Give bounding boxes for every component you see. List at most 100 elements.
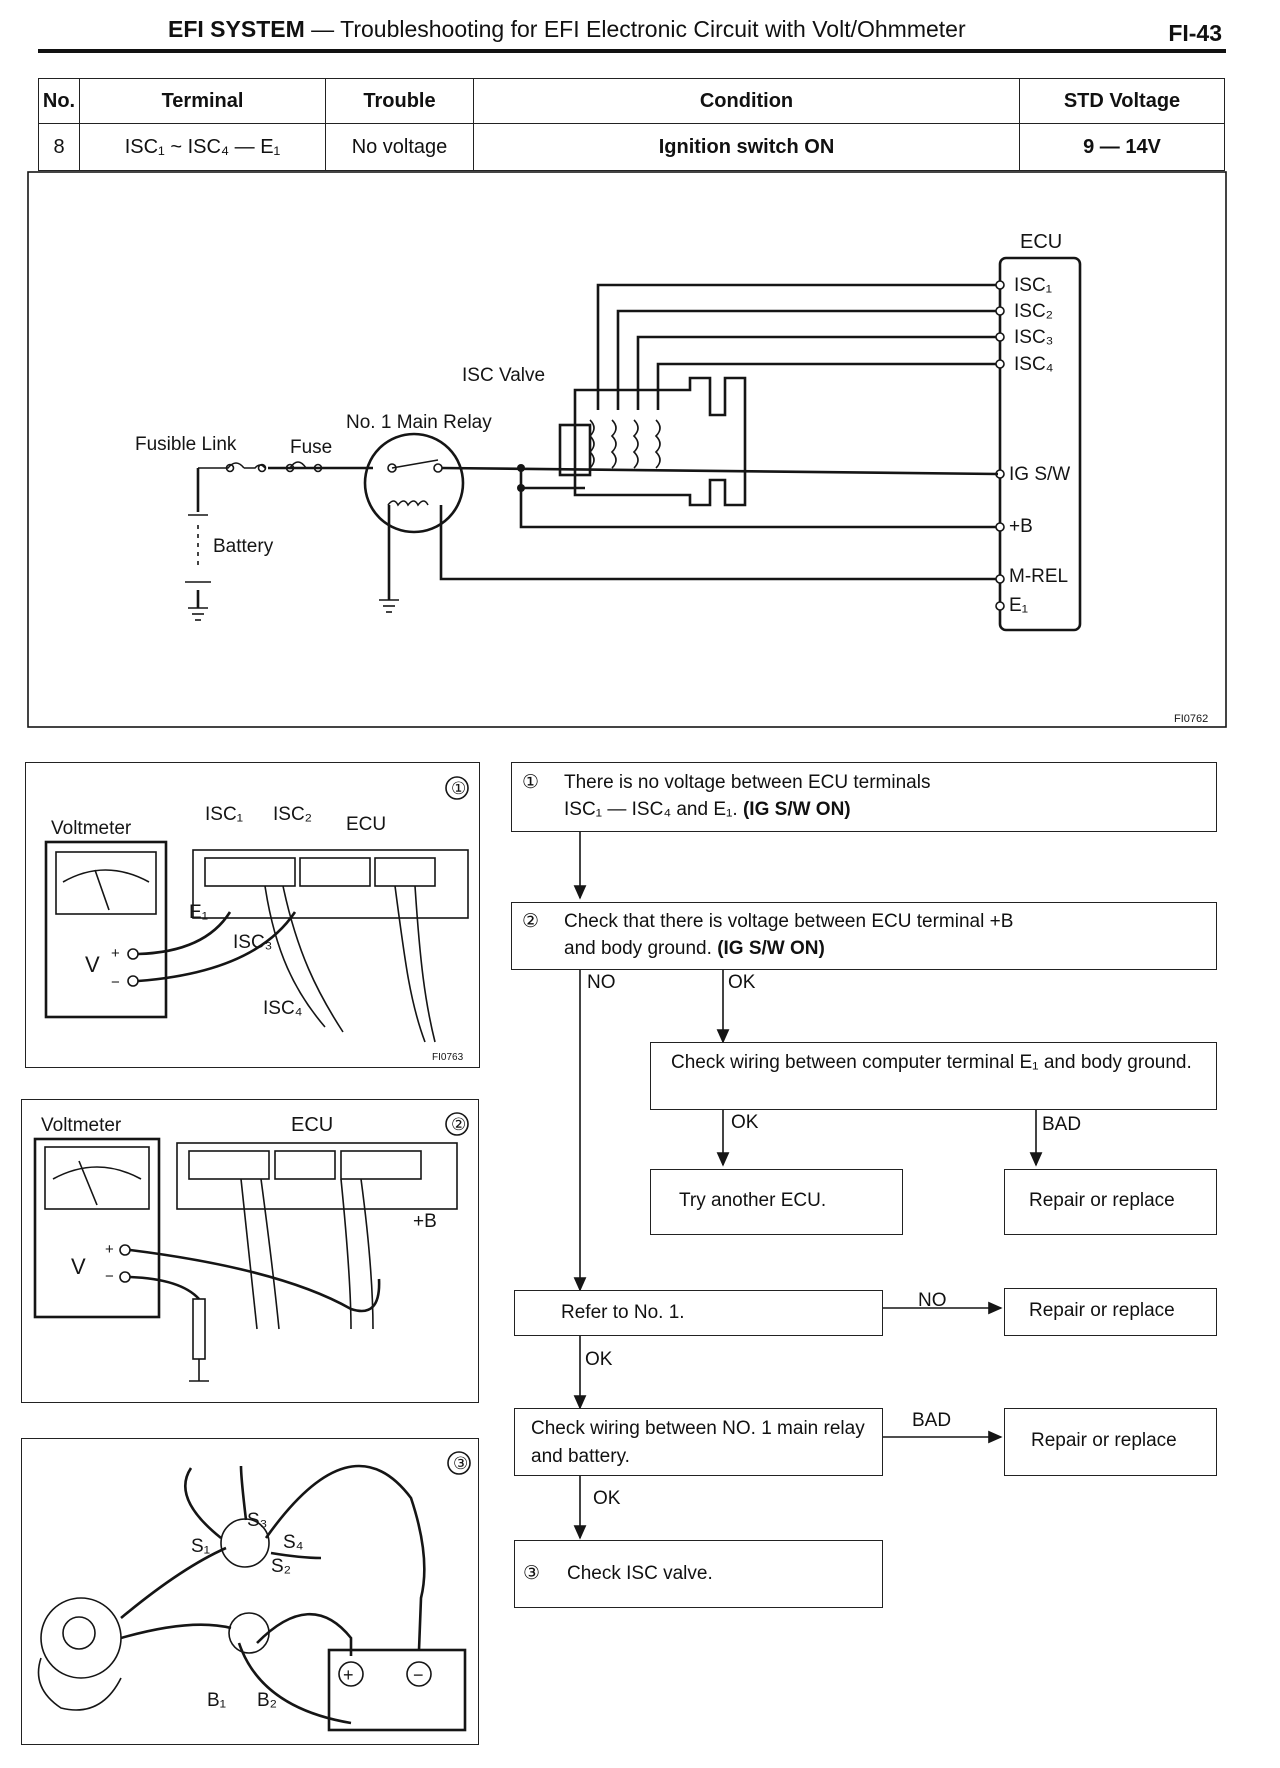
title-dash: —: [311, 16, 335, 42]
fig3-number: ③: [453, 1454, 468, 1473]
flow-step-1: ① There is no voltage between ECU termin…: [511, 762, 1217, 832]
fig3-s2: S₂: [271, 1556, 291, 1577]
fig1-e1: E₁: [189, 902, 208, 923]
col-trouble: Trouble: [325, 78, 474, 124]
flow-repair-3: Repair or replace: [1004, 1408, 1217, 1476]
step1-number: ①: [522, 772, 540, 793]
fuse-label: Fuse: [290, 437, 332, 458]
fig1-minus: −: [111, 974, 120, 991]
section-name: EFI SYSTEM: [168, 16, 305, 42]
cell-no: 8: [38, 123, 80, 171]
flow-step-2: ② Check that there is voltage between EC…: [511, 902, 1217, 970]
flow-check-relay: Check wiring between NO. 1 main relay an…: [514, 1408, 883, 1476]
isc-coils: [588, 419, 661, 469]
col-no: No.: [38, 78, 80, 124]
step3-text: Check ISC valve.: [567, 1563, 713, 1584]
spec-table-header: No. Terminal Trouble Condition STD Volta…: [38, 78, 1225, 124]
fig1-number: ①: [451, 779, 466, 798]
figure-2-panel: [21, 1099, 479, 1403]
ecu-terminals: [995, 280, 1005, 611]
fig1-plus: +: [111, 945, 120, 962]
fig3-b2: B₂: [257, 1690, 277, 1711]
flow-check-e1: Check wiring between computer terminal E…: [650, 1042, 1217, 1110]
fig2-number: ②: [451, 1115, 466, 1134]
fig3-s4: S₄: [283, 1532, 304, 1553]
step1-bold: (IG S/W ON): [742, 799, 851, 820]
fig1-isc4: ISC₄: [263, 998, 303, 1019]
fig3-battery: [327, 1648, 467, 1732]
pin-ig-sw: IG S/W: [1009, 464, 1070, 485]
label-no-1: NO: [587, 972, 616, 993]
figure-3-illustration: ③ + − S₁ S₃ S₄ S₂ B₁ B₂: [37, 1451, 471, 1732]
fig1-voltmeter-label: Voltmeter: [51, 818, 132, 839]
fig1-isc1: ISC₁: [205, 804, 243, 825]
label-ok-3: OK: [585, 1349, 613, 1370]
step1-line1: There is no voltage between ECU terminal…: [564, 772, 931, 793]
col-condition: Condition: [473, 78, 1020, 124]
fig2-ecu-connector: [176, 1142, 458, 1210]
step2-line1: Check that there is voltage between ECU …: [564, 911, 1014, 932]
pin-plus-b: +B: [1009, 516, 1033, 537]
fig2-v-label: V: [71, 1254, 86, 1279]
fig2-voltmeter: [33, 1137, 161, 1319]
fig2-plus-b: +B: [413, 1211, 437, 1232]
fusible-link-label: Fusible Link: [135, 434, 237, 455]
fig1-ecu-connector: [192, 849, 469, 919]
section-subtitle: Troubleshooting for EFI Electronic Circu…: [340, 16, 966, 42]
cell-condition: Ignition switch ON: [473, 123, 1020, 171]
pin-isc3: ISC₃: [1014, 327, 1053, 348]
battery-symbol: [185, 514, 399, 621]
fig1-isc3: ISC₃: [233, 932, 272, 953]
label-ok-2: OK: [731, 1112, 759, 1133]
fig3-b1: B₁: [207, 1690, 226, 1711]
fig1-v-label: V: [85, 952, 100, 977]
fig2-minus: −: [105, 1268, 114, 1285]
step2-line2: and body ground. (IG S/W ON): [564, 938, 825, 959]
isc-wiring: [596, 283, 996, 410]
fig3-isc-valve: [37, 1518, 270, 1711]
svg-text:+: +: [343, 1665, 354, 1685]
flow-repair-1: Repair or replace: [1004, 1169, 1217, 1235]
circuit-fig-code: FI0762: [1174, 713, 1208, 725]
ecu-label: ECU: [1020, 231, 1062, 253]
pin-isc1: ISC₁: [1014, 275, 1052, 296]
fig1-voltmeter: [44, 840, 168, 1019]
cell-std-voltage: 9 — 14V: [1019, 123, 1225, 171]
spec-table: No. Terminal Trouble Condition STD Volta…: [38, 78, 1225, 171]
flow-step-3: ③ Check ISC valve.: [514, 1540, 883, 1608]
circuit-diagram: ECU ISC₁ ISC₂ ISC₃ ISC₄ IG S/W +B M-REL …: [27, 171, 1227, 728]
pin-e1: E₁: [1009, 595, 1028, 616]
figure-1-panel: [25, 762, 480, 1068]
ecu-box: [998, 256, 1082, 632]
power-wiring: [196, 466, 999, 608]
col-std-voltage: STD Voltage: [1019, 78, 1225, 124]
relay-label: No. 1 Main Relay: [346, 412, 492, 433]
step2-number: ②: [522, 911, 540, 932]
isc-valve-label: ISC Valve: [462, 365, 545, 386]
svg-text:−: −: [413, 1665, 424, 1685]
fig2-voltmeter-label: Voltmeter: [41, 1115, 122, 1136]
fig2-plus: +: [105, 1241, 114, 1258]
step2-bold: (IG S/W ON): [717, 938, 825, 959]
header-rule: [38, 49, 1226, 53]
fig3-s3: S₃: [247, 1510, 267, 1531]
label-ok-4: OK: [593, 1488, 621, 1509]
battery-label: Battery: [213, 536, 274, 557]
figure-1-illustration: ① Voltmeter V + − ISC₁ ISC₂ ECU E₁ ISC₃ …: [44, 776, 469, 1063]
flow-try-ecu: Try another ECU.: [650, 1169, 903, 1235]
fig2-ecu: ECU: [291, 1114, 333, 1136]
label-bad-1: BAD: [1042, 1114, 1082, 1135]
pin-isc2: ISC₂: [1014, 301, 1053, 322]
cell-trouble: No voltage: [325, 123, 474, 171]
fig1-isc2: ISC₂: [273, 804, 312, 825]
page-title: EFI SYSTEM — Troubleshooting for EFI Ele…: [168, 16, 966, 43]
flow-repair-2: Repair or replace: [1004, 1288, 1217, 1336]
page-number: FI-43: [1168, 20, 1222, 46]
isc-valve-body: [573, 376, 747, 507]
fig3-s1: S₁: [191, 1536, 210, 1557]
spec-table-row: 8 ISC₁ ~ ISC₄ — E₁ No voltage Ignition s…: [38, 123, 1225, 171]
circuit-frame: [27, 171, 1227, 728]
flow-refer: Refer to No. 1.: [514, 1290, 883, 1336]
cell-terminal: ISC₁ ~ ISC₄ — E₁: [79, 123, 326, 171]
